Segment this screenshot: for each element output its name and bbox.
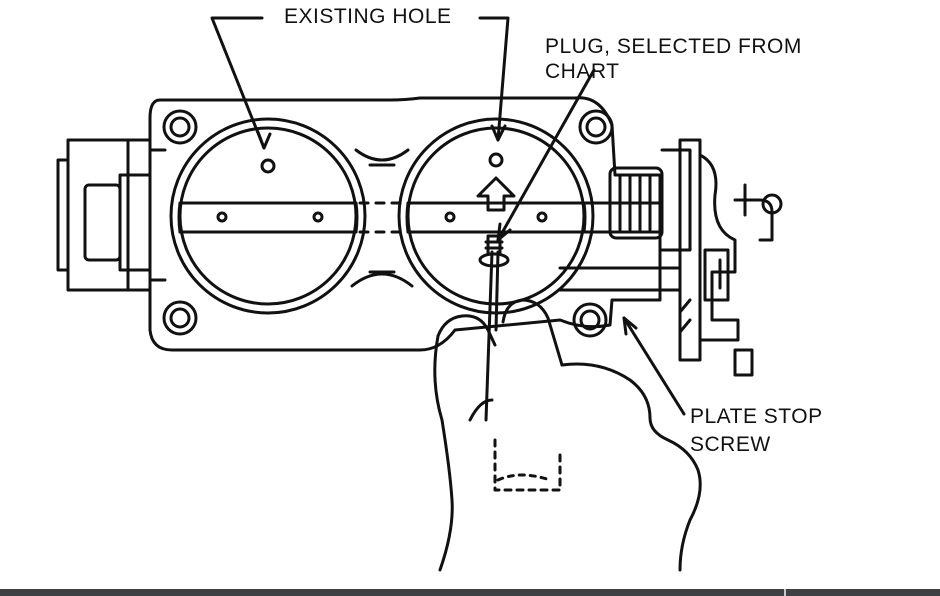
throttle-shaft — [558, 201, 682, 292]
plug-leader — [496, 68, 596, 242]
bore-bridge — [350, 148, 414, 288]
plate-stop-leader — [622, 316, 686, 416]
left-existing-hole — [260, 158, 276, 174]
hand — [433, 298, 702, 572]
throttle-body-casting — [56, 96, 662, 352]
plug-label-line1: PLUG, SELECTED FROM — [545, 35, 802, 58]
right-existing-hole — [488, 152, 504, 168]
plug-tool — [478, 234, 510, 422]
left-throttle-bore — [169, 117, 367, 315]
mounting-bolts — [162, 109, 614, 338]
plug-label-line2: CHART — [545, 60, 620, 83]
plate-stop-label-line2: SCREW — [690, 433, 771, 456]
existing-hole-label: EXISTING HOLE — [284, 5, 452, 28]
bottom-bar — [0, 589, 940, 596]
bottom-bar-divider — [784, 589, 786, 596]
existing-hole-leader — [210, 16, 510, 150]
plate-stop-label-line1: PLATE STOP — [690, 405, 823, 428]
throttle-linkage — [608, 138, 783, 377]
